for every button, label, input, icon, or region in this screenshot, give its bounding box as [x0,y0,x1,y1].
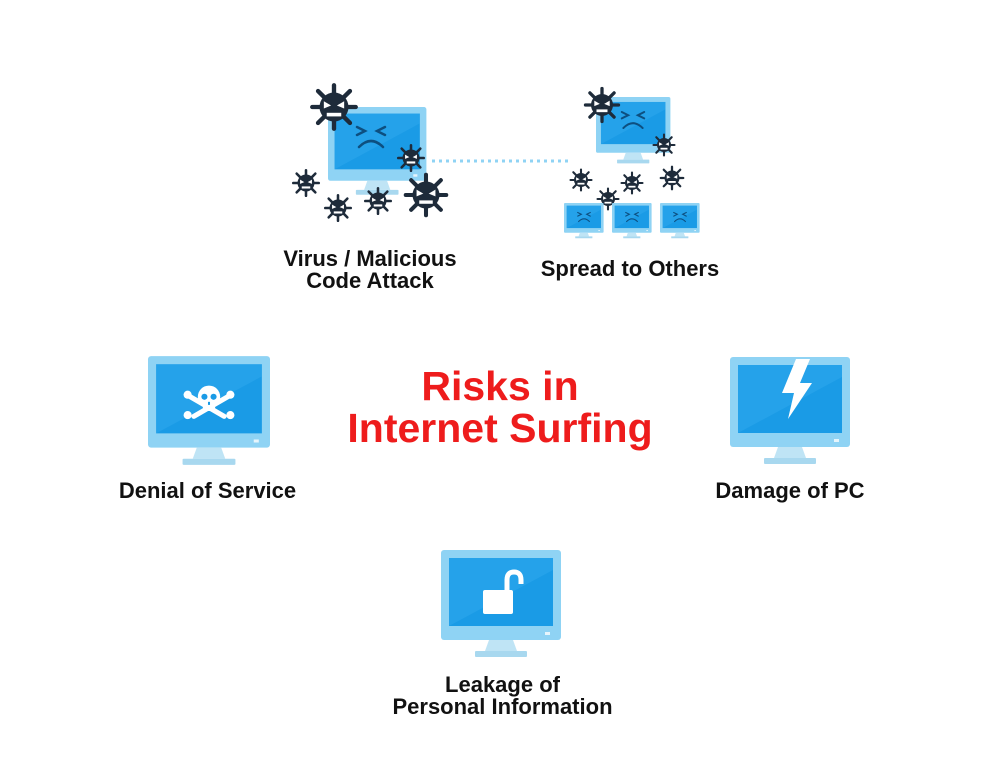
spreading-infection-icon [564,86,700,239]
skull-monitor-icon [148,356,270,465]
leakage-group [441,549,561,659]
denial-of-service-group [148,356,270,466]
dotted-connector [432,159,568,163]
virus-attack-group [290,85,460,225]
damage-of-pc-group [730,356,850,466]
page-title: Risks in Internet Surfing [347,363,653,451]
damage-of-pc-label: Damage of PC [715,478,865,503]
infected-monitor-icon [291,85,460,223]
spread-group [560,85,705,245]
leakage-label: Leakage of Personal Information [392,672,613,719]
spread-label: Spread to Others [540,256,720,281]
denial-of-service-label: Denial of Service [118,478,297,503]
virus-attack-label: Virus / Malicious Code Attack [283,246,457,293]
unlocked-padlock-monitor-icon [441,550,561,657]
lightning-monitor-icon [730,357,850,464]
